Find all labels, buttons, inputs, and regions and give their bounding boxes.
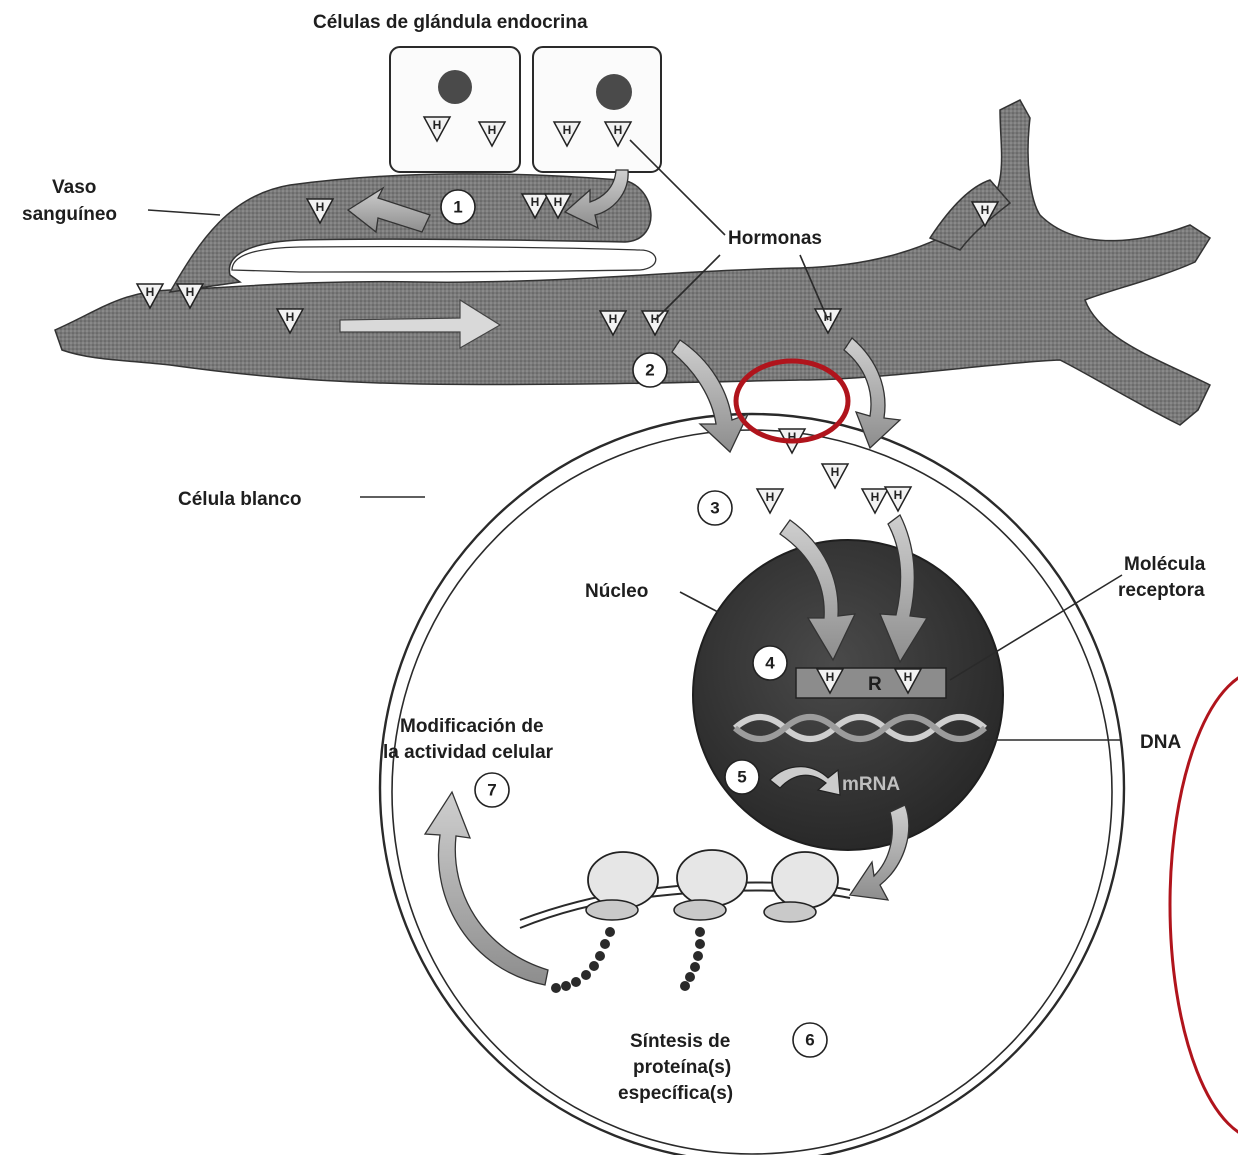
svg-text:2: 2: [645, 361, 654, 380]
step-marker-6: 6: [793, 1023, 827, 1057]
step-marker-7: 7: [475, 773, 509, 807]
svg-text:H: H: [826, 670, 835, 684]
svg-text:4: 4: [765, 654, 775, 673]
label-activity-2: la actividad celular: [383, 742, 554, 763]
svg-text:6: 6: [805, 1031, 814, 1050]
svg-text:1: 1: [453, 198, 462, 217]
label-target-cell: Célula blanco: [178, 489, 302, 510]
hormone-molecule: H: [862, 489, 888, 513]
endocrine-cell-nucleus: [438, 70, 472, 104]
label-mrna: mRNA: [842, 774, 900, 795]
endocrine-cells: [390, 47, 661, 172]
label-nucleus: Núcleo: [585, 581, 648, 602]
label-dna: DNA: [1140, 732, 1181, 753]
svg-text:H: H: [563, 123, 572, 137]
svg-text:H: H: [904, 670, 913, 684]
svg-text:H: H: [871, 490, 880, 504]
svg-text:H: H: [146, 285, 155, 299]
label-receptor-letter: R: [868, 674, 882, 695]
nucleus: [693, 540, 1003, 850]
svg-text:H: H: [316, 200, 325, 214]
label-synthesis-1: Síntesis de: [630, 1031, 730, 1052]
step-marker-1: 1: [441, 190, 475, 224]
svg-text:H: H: [981, 203, 990, 217]
step-marker-5: 5: [725, 760, 759, 794]
svg-text:H: H: [831, 465, 840, 479]
svg-text:H: H: [554, 195, 563, 209]
svg-text:H: H: [433, 118, 442, 132]
label-activity-1: Modificación de: [400, 716, 544, 737]
endocrine-cell-left: [390, 47, 520, 172]
label-blood-vessel-1: Vaso: [52, 177, 96, 198]
hormone-molecule: H: [885, 487, 911, 511]
svg-text:H: H: [609, 312, 618, 326]
ribosomes: [520, 850, 850, 993]
svg-text:H: H: [766, 490, 775, 504]
svg-text:5: 5: [737, 768, 746, 787]
endocrine-cell-nucleus: [596, 74, 632, 110]
step-marker-3: 3: [698, 491, 732, 525]
svg-text:3: 3: [710, 499, 719, 518]
label-synthesis-3: específica(s): [618, 1083, 733, 1104]
label-blood-vessel-2: sanguíneo: [22, 204, 117, 225]
step-marker-4: 4: [753, 646, 787, 680]
svg-text:H: H: [186, 285, 195, 299]
svg-text:H: H: [531, 195, 540, 209]
svg-text:H: H: [894, 488, 903, 502]
label-hormones: Hormonas: [728, 228, 822, 249]
label-receptor-2: receptora: [1118, 580, 1205, 601]
svg-text:7: 7: [487, 781, 496, 800]
step-marker-2: 2: [633, 353, 667, 387]
hormone-molecule: H: [757, 489, 783, 513]
endocrine-cell-right: [533, 47, 661, 172]
label-receptor-1: Molécula: [1124, 554, 1206, 575]
svg-text:H: H: [488, 123, 497, 137]
label-endocrine-cells: Células de glándula endocrina: [313, 12, 588, 33]
activity-arrow: [425, 792, 548, 985]
label-synthesis-2: proteína(s): [633, 1057, 731, 1078]
hormone-molecule: H: [822, 464, 848, 488]
svg-text:H: H: [286, 310, 295, 324]
svg-text:H: H: [614, 123, 623, 137]
